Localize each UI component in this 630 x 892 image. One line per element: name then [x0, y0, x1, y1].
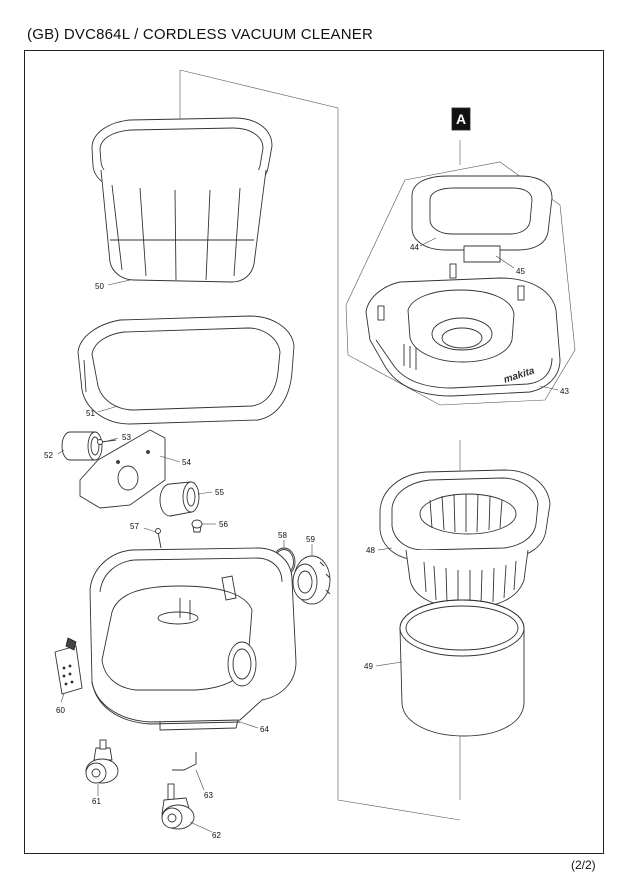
part-45-clip [463, 245, 501, 263]
part-62-caster-wheel [161, 783, 195, 830]
part-label-49: 49 [364, 662, 373, 671]
part-label-48: 48 [366, 546, 375, 555]
part-57-screw [155, 528, 162, 549]
part-59-nozzle-nut [292, 555, 331, 605]
part-label-63: 63 [204, 791, 213, 800]
part-label-61: 61 [92, 797, 101, 806]
part-label-53: 53 [122, 433, 131, 442]
part-54-bracket-plate [79, 429, 166, 509]
part-label-45: 45 [516, 267, 525, 276]
page-title: (GB) DVC864L / CORDLESS VACUUM CLEANER [27, 26, 374, 43]
part-label-43: 43 [560, 387, 569, 396]
part-48-filter-assembly [379, 469, 551, 609]
part-61-caster [85, 739, 119, 784]
part-labels: 50 51 52 53 54 55 56 57 58 59 60 61 62 6… [44, 243, 569, 840]
part-label-52: 52 [44, 451, 53, 460]
part-label-59: 59 [306, 535, 315, 544]
diagram-frame [24, 50, 604, 854]
part-label-60: 60 [56, 706, 65, 715]
part-44-handle [411, 175, 553, 251]
part-56-cap [191, 519, 203, 533]
part-label-62: 62 [212, 831, 221, 840]
part-64-tank-body [89, 547, 297, 731]
part-60-panel [54, 637, 83, 695]
part-49-filter-sleeve [399, 599, 525, 737]
leader-lines [57, 237, 559, 833]
page-number: (2/2) [571, 858, 596, 872]
part-label-55: 55 [215, 488, 224, 497]
part-label-57: 57 [130, 522, 139, 531]
part-label-50: 50 [95, 282, 104, 291]
part-50-filter-cup [91, 117, 273, 283]
part-label-44: 44 [410, 243, 419, 252]
detail-marker-label: A [456, 111, 466, 127]
part-label-56: 56 [219, 520, 228, 529]
part-43-top-housing: makita [365, 263, 561, 397]
detail-marker-a: A [451, 107, 471, 131]
part-63-pin [172, 752, 197, 771]
part-53-screw [97, 439, 117, 445]
part-label-64: 64 [260, 725, 269, 734]
part-label-51: 51 [86, 409, 95, 418]
part-label-58: 58 [278, 531, 287, 540]
part-label-54: 54 [182, 458, 191, 467]
part-52-intake-tube [61, 431, 103, 461]
part-51-gasket-frame [77, 315, 295, 425]
part-55-outlet-fitting [159, 481, 200, 517]
